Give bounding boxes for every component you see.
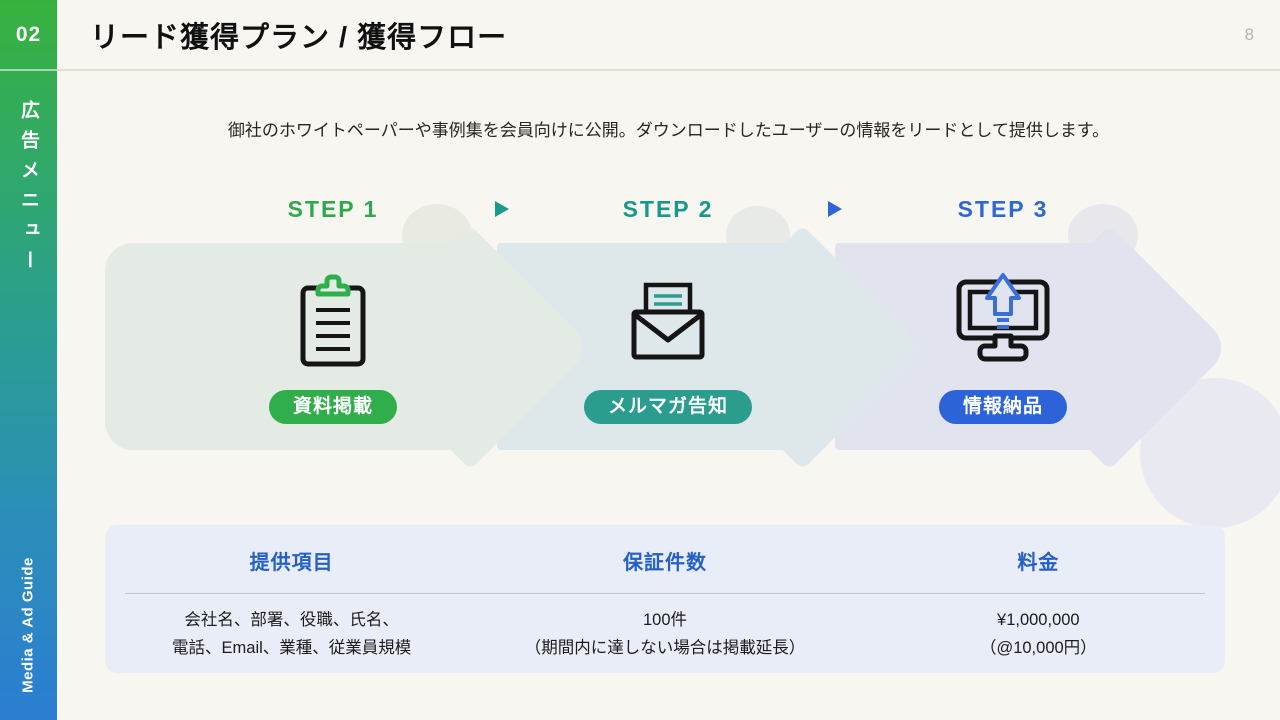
price-table-header-row: 提供項目 保証件数 料金: [105, 525, 1225, 575]
cell-guarantee-line1: 100件: [642, 611, 687, 629]
cell-price-line1: ¥1,000,000: [997, 611, 1080, 629]
step-3-badge: 情報納品: [938, 390, 1068, 424]
cell-guarantee: 100件 （期間内に達しない場合は掲載延長）: [478, 606, 851, 662]
price-table: 提供項目 保証件数 料金 会社名、部署、役職、氏名、 電話、Email、業種、従…: [105, 525, 1225, 673]
cell-items: 会社名、部署、役職、氏名、 電話、Email、業種、従業員規模: [105, 606, 478, 662]
column-header-items: 提供項目: [249, 552, 334, 574]
cell-items-line1: 会社名、部署、役職、氏名、: [184, 611, 399, 629]
sidebar-section-title: 広告メニュー: [18, 100, 39, 280]
step-3-label: STEP 3: [957, 196, 1049, 222]
price-table-body-row: 会社名、部署、役職、氏名、 電話、Email、業種、従業員規模 100件 （期間…: [105, 594, 1225, 662]
table-divider: [125, 593, 1205, 594]
sidebar-guide-label: Media & Ad Guide: [19, 557, 37, 693]
clipboard-icon: [293, 272, 373, 372]
column-header-guarantee: 保証件数: [622, 552, 707, 574]
page-number: 8: [1244, 25, 1254, 44]
cell-guarantee-line2: （期間内に達しない場合は掲載延長）: [524, 639, 806, 657]
step-2-label: STEP 2: [622, 196, 714, 222]
arrow-right-icon: [495, 201, 509, 217]
column-header-price: 料金: [1017, 552, 1060, 574]
envelope-open-icon: [626, 281, 710, 361]
description-text: 御社のホワイトペーパーや事例集を会員向けに公開。ダウンロードしたユーザーの情報を…: [227, 121, 1110, 140]
cell-items-line2: 電話、Email、業種、従業員規模: [172, 639, 412, 657]
arrow-right-icon: [828, 201, 842, 217]
step-1-badge: 資料掲載: [268, 390, 398, 424]
cell-price-line2: （@10,000円）: [979, 639, 1097, 657]
step-2-badge: メルマガ告知: [583, 390, 753, 424]
sidebar: 02 広告メニュー Media & Ad Guide: [0, 0, 57, 720]
step-1-label: STEP 1: [287, 196, 379, 222]
page-title: リード獲得プラン / 獲得フロー: [90, 22, 508, 54]
cell-price: ¥1,000,000 （@10,000円）: [852, 606, 1225, 662]
header-divider: [57, 69, 1280, 71]
section-number: 02: [0, 0, 57, 71]
monitor-upload-icon: [953, 272, 1053, 372]
